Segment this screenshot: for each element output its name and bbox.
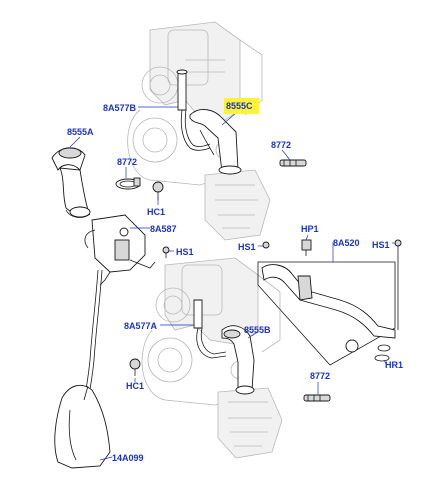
screw-HS1-left <box>262 241 270 249</box>
callout-8555A: 8555A <box>67 127 94 137</box>
cap-HC1-top <box>152 181 164 200</box>
engine-outline-bottom <box>141 257 283 459</box>
engine-outline-top <box>127 21 271 241</box>
callout-8555C: 8555C <box>224 98 259 114</box>
screw-HS1-right <box>394 239 402 330</box>
pipe-8555B <box>221 325 255 395</box>
drain-tube <box>83 269 103 401</box>
ring-HR1 <box>374 354 390 362</box>
callout-HS1-right: HS1 <box>372 240 390 250</box>
reservoir-14A099 <box>54 384 111 469</box>
callout-HP1: HP1 <box>301 224 319 234</box>
callout-8A520: 8A520 <box>333 238 360 248</box>
clamp-8772-left <box>115 177 141 190</box>
callout-HC1-bottom: HC1 <box>126 381 145 391</box>
callout-HC1-top: HC1 <box>147 207 166 217</box>
plug-HP1 <box>301 239 312 256</box>
valve-8A587 <box>84 214 156 286</box>
callout-HS1-mid: HS1 <box>176 247 194 257</box>
callout-8A587: 8A587 <box>150 224 177 234</box>
tube-8A577B <box>176 69 211 151</box>
pipe-8A520 <box>257 261 396 366</box>
callout-8A577B: 8A577B <box>103 103 137 113</box>
tube-8A577A <box>193 299 227 359</box>
callout-14A099: 14A099 <box>112 453 144 463</box>
clamp-8772-right-top <box>279 159 307 167</box>
pipe-8555C <box>189 108 242 175</box>
callout-8A577A: 8A577A <box>124 321 158 331</box>
leader-lines <box>69 106 396 461</box>
callout-8772-bottom: 8772 <box>310 371 331 381</box>
callout-HS1-left: HS1 <box>238 242 256 252</box>
callout-8772-left: 8772 <box>117 157 138 167</box>
cap-HC1-bottom <box>129 358 141 376</box>
callout-8772-right-top: 8772 <box>271 140 292 150</box>
callout-HR1: HR1 <box>385 360 404 370</box>
clamp-8772-bottom <box>303 394 331 402</box>
screw-HS1-mid <box>162 246 170 258</box>
callout-8555B: 8555B <box>244 325 271 335</box>
hose-8555A <box>51 147 91 218</box>
